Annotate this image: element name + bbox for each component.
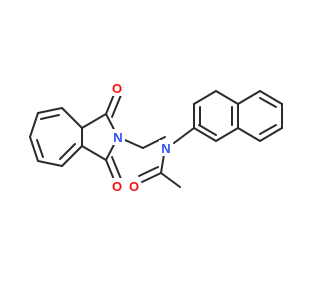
bond — [198, 124, 217, 136]
oxygen-atom-label: O — [129, 179, 139, 194]
nitrogen-atom-label: N — [113, 130, 122, 145]
bond — [37, 107, 63, 114]
bond — [37, 160, 63, 167]
bond — [81, 145, 107, 161]
molecule-structure-diagram: O O N N O — [29, 80, 283, 194]
bond — [259, 97, 277, 108]
bond — [215, 90, 239, 105]
bond — [61, 107, 83, 129]
bond — [259, 127, 283, 142]
bond — [160, 172, 181, 188]
bond — [29, 136, 39, 162]
bond — [138, 166, 159, 177]
bond — [61, 145, 83, 167]
bond — [81, 113, 107, 129]
atom-label-background — [110, 80, 124, 96]
atom-label-background — [111, 129, 125, 145]
oxygen-atom-label: O — [112, 179, 122, 194]
atom-label-layer: O O N N O — [110, 80, 173, 194]
bond — [193, 127, 217, 142]
bond — [141, 172, 162, 183]
bond — [59, 143, 76, 160]
bond — [36, 139, 44, 158]
bond — [29, 112, 39, 138]
nitrogen-atom-label: N — [161, 141, 170, 156]
bond — [173, 127, 195, 144]
bond — [215, 127, 239, 142]
atom-label-background — [127, 178, 141, 194]
bond — [142, 136, 166, 149]
bond — [111, 156, 122, 180]
atom-label-background — [110, 178, 124, 194]
bond — [193, 90, 217, 105]
bond — [40, 114, 60, 120]
oxygen-atom-label: O — [112, 81, 122, 96]
bond-layer — [29, 90, 283, 188]
atom-label-background — [159, 140, 173, 156]
bond — [237, 127, 261, 142]
bond — [259, 90, 283, 105]
bond — [237, 90, 261, 105]
bond — [259, 124, 277, 135]
bond — [111, 94, 122, 118]
